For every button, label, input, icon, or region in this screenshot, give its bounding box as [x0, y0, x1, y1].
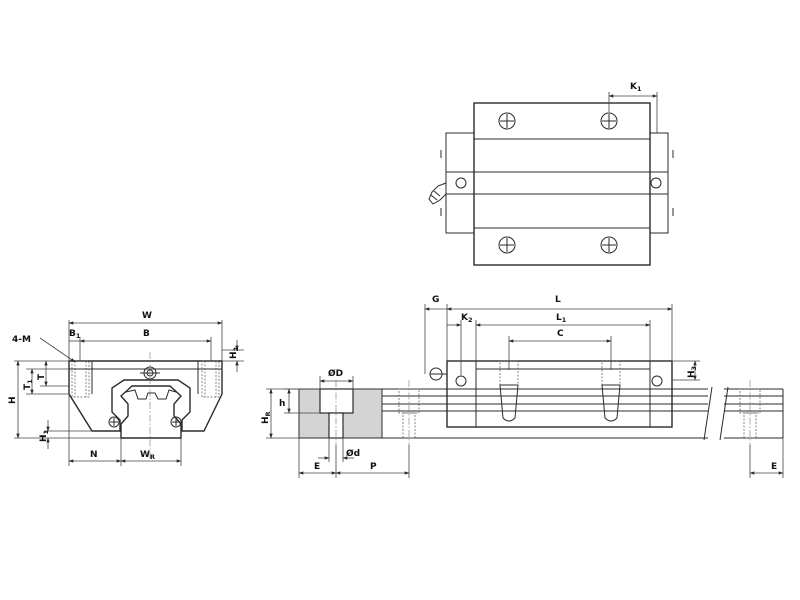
label-k2: K2	[461, 313, 473, 324]
break-mark-2	[719, 386, 729, 441]
label-h2: H2	[229, 347, 240, 359]
end-seal-right	[649, 132, 669, 234]
label-od-small: Ød	[346, 448, 360, 459]
label-hr: HR	[261, 411, 272, 424]
side-view: G L K2 L1 C H3 ØD h	[261, 295, 784, 478]
grease-nipple-side-icon	[429, 367, 447, 381]
label-b: B	[143, 329, 150, 339]
mount-hole-top-4	[600, 236, 618, 254]
top-view: K1	[428, 82, 674, 266]
end-seal-left	[445, 132, 475, 234]
label-4m: 4-M	[12, 335, 31, 345]
label-p: P	[370, 462, 377, 472]
label-h3: H3	[687, 366, 698, 378]
label-e: E	[314, 462, 320, 472]
label-h-small: h	[279, 399, 285, 409]
label-b1: B1	[69, 329, 81, 340]
label-w: W	[142, 311, 152, 321]
screw-right-icon	[170, 416, 182, 428]
label-n: N	[90, 450, 98, 460]
label-l: L	[555, 295, 561, 305]
counterbore	[319, 388, 354, 414]
seal-screw-right	[650, 177, 662, 189]
break-mark-1	[703, 386, 713, 441]
label-l1: L1	[556, 313, 567, 324]
seal-screw-side	[455, 375, 467, 387]
screw-left-icon	[108, 416, 120, 428]
mount-hole-top-3	[498, 236, 516, 254]
label-e-right: E	[771, 462, 777, 472]
label-k1: K1	[630, 82, 642, 93]
tap-hole-right	[201, 360, 220, 398]
rail-end-profile	[120, 385, 182, 439]
block-end-outline	[68, 360, 223, 432]
front-view: W B B1 4-M H2 T T1 H H1	[8, 311, 244, 466]
mount-hole-top-2	[600, 112, 618, 130]
label-t: T	[37, 373, 47, 380]
label-wr: WR	[140, 450, 155, 461]
tap-hole-left	[71, 360, 90, 398]
label-c: C	[557, 329, 564, 339]
label-od: ØD	[328, 368, 343, 379]
label-h1: H1	[39, 429, 50, 442]
bolt-hole	[328, 412, 344, 439]
label-h: H	[8, 396, 18, 404]
label-g: G	[432, 295, 439, 305]
block-side-outline	[446, 360, 673, 428]
seal-screw-left	[455, 177, 467, 189]
mount-hole-top-1	[498, 112, 516, 130]
label-t1: T1	[23, 379, 34, 390]
grease-nipple-icon	[428, 182, 447, 205]
